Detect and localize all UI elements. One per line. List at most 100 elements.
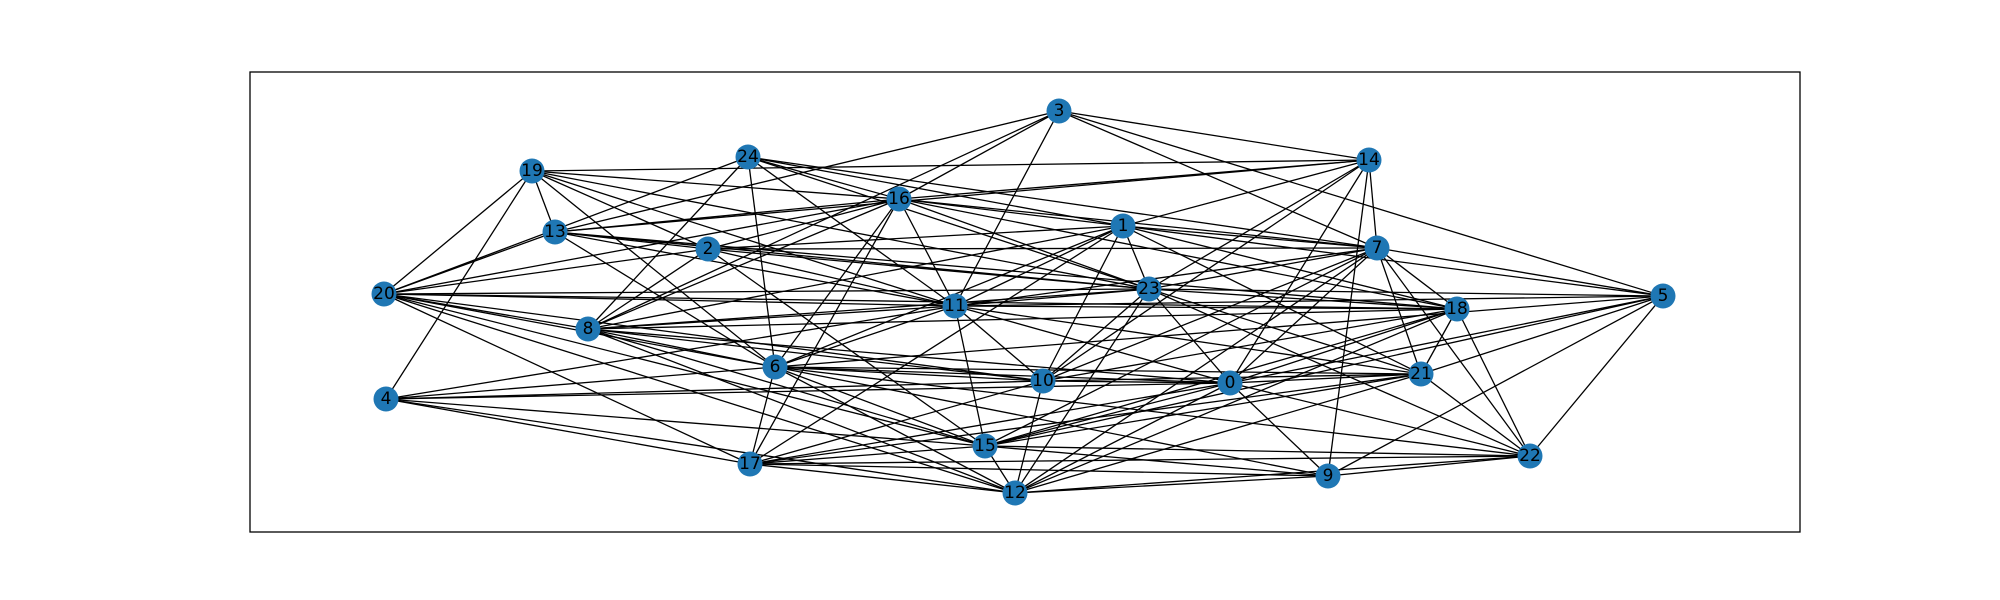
edge-0-9	[1229, 382, 1329, 477]
edge-19-4	[385, 170, 533, 400]
edge-3-16	[898, 110, 1060, 200]
edge-24-20	[383, 156, 749, 295]
edge-1-11	[954, 225, 1124, 307]
edge-14-19	[531, 159, 1370, 172]
edge-1-18	[1122, 225, 1458, 310]
node-2: 2	[695, 236, 721, 262]
edge-5-23	[1148, 288, 1664, 297]
edge-6-21	[774, 366, 1422, 375]
edge-20-23	[383, 288, 1150, 295]
node-circle	[695, 236, 721, 262]
edge-7-12	[1014, 247, 1378, 494]
edge-6-12	[774, 366, 1016, 494]
edge-24-11	[747, 156, 956, 307]
node-14: 14	[1356, 147, 1382, 173]
edge-11-18	[954, 305, 1458, 310]
node-circle	[373, 386, 399, 412]
edge-5-11	[954, 295, 1664, 307]
node-label: 18	[1446, 299, 1468, 319]
node-label: 5	[1658, 286, 1669, 306]
edge-10-17	[749, 380, 1044, 465]
edge-20-11	[383, 293, 956, 307]
edge-8-0	[587, 328, 1231, 384]
edge-23-12	[1014, 288, 1150, 494]
edge-7-0	[1229, 247, 1378, 384]
node-24: 24	[735, 144, 761, 170]
node-label: 1	[1118, 216, 1129, 236]
edge-11-21	[954, 305, 1422, 375]
edge-11-6	[774, 305, 956, 368]
edge-17-22	[749, 455, 1531, 465]
node-1: 1	[1110, 213, 1136, 239]
node-16: 16	[886, 186, 912, 212]
edge-3-5	[1058, 110, 1664, 297]
edge-24-1	[747, 156, 1124, 227]
edge-18-8	[587, 308, 1458, 330]
node-circle	[1110, 213, 1136, 239]
edge-4-0	[385, 382, 1231, 400]
edge-10-0	[1042, 380, 1231, 384]
edge-2-11	[707, 248, 956, 307]
node-circle	[735, 144, 761, 170]
edge-0-15	[984, 382, 1231, 447]
edge-14-9	[1327, 159, 1370, 477]
node-circle	[972, 433, 998, 459]
edge-16-20	[383, 198, 900, 295]
edge-20-10	[383, 293, 1044, 382]
node-circle	[737, 451, 763, 477]
node-6: 6	[762, 354, 788, 380]
node-circle	[942, 293, 968, 319]
edge-3-7	[1058, 110, 1378, 249]
edge-15-17	[749, 445, 986, 465]
node-label: 6	[770, 357, 781, 377]
node-label: 16	[888, 189, 910, 209]
node-9: 9	[1315, 463, 1341, 489]
node-label: 21	[1410, 364, 1432, 384]
node-label: 7	[1372, 238, 1383, 258]
node-label: 12	[1004, 483, 1026, 503]
node-21: 21	[1408, 361, 1434, 387]
node-circle	[1408, 361, 1434, 387]
edge-18-22	[1456, 308, 1531, 457]
node-label: 19	[521, 161, 543, 181]
edge-18-0	[1229, 308, 1458, 384]
node-22: 22	[1517, 443, 1543, 469]
edge-19-2	[531, 170, 709, 250]
edge-1-2	[707, 225, 1124, 250]
edge-14-0	[1229, 159, 1370, 384]
edge-23-21	[1148, 288, 1422, 375]
edge-18-10	[1042, 308, 1458, 382]
node-label: 23	[1138, 279, 1160, 299]
edge-19-16	[531, 170, 900, 200]
node-label: 24	[737, 147, 759, 167]
edge-19-6	[531, 170, 776, 368]
node-label: 22	[1519, 446, 1541, 466]
node-15: 15	[972, 433, 998, 459]
node-label: 17	[739, 454, 761, 474]
edge-3-14	[1058, 110, 1370, 161]
edge-21-15	[984, 373, 1422, 447]
edge-4-10	[385, 380, 1044, 400]
edge-9-22	[1327, 455, 1531, 477]
edge-2-7	[707, 247, 1378, 250]
edge-0-22	[1229, 382, 1531, 457]
node-label: 15	[974, 436, 996, 456]
node-circle	[519, 158, 545, 184]
edge-23-0	[1148, 288, 1231, 384]
node-7: 7	[1364, 235, 1390, 261]
edge-21-22	[1420, 373, 1531, 457]
edge-5-0	[1229, 295, 1664, 384]
edge-11-15	[954, 305, 986, 447]
edge-21-17	[749, 373, 1422, 465]
edge-20-18	[383, 293, 1458, 310]
edge-20-15	[383, 293, 986, 447]
edge-3-13	[554, 110, 1060, 233]
node-label: 11	[944, 296, 966, 316]
node-label: 9	[1323, 466, 1334, 486]
edge-24-16	[747, 156, 900, 200]
edge-13-11	[554, 231, 956, 307]
node-12: 12	[1002, 480, 1028, 506]
node-19: 19	[519, 158, 545, 184]
